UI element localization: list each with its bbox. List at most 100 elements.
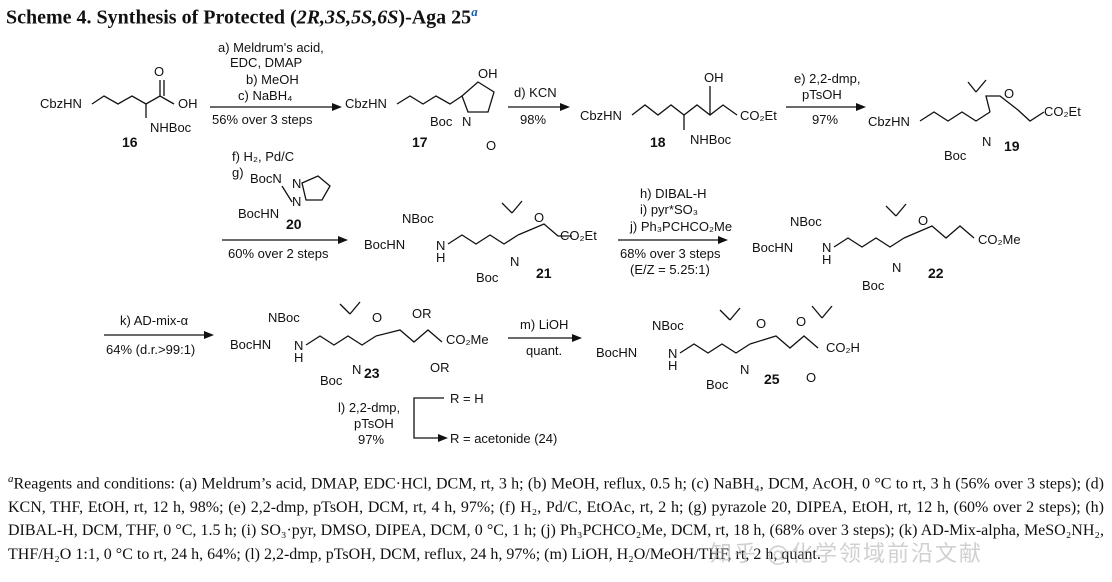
svg-text:N: N xyxy=(510,254,519,269)
svg-text:e) 2,2-dmp,: e) 2,2-dmp, xyxy=(794,71,860,86)
svg-text:OH: OH xyxy=(704,70,724,85)
svg-text:H: H xyxy=(822,252,831,267)
svg-text:N: N xyxy=(668,346,677,361)
svg-text:CO₂Et: CO₂Et xyxy=(740,108,777,123)
svg-text:N: N xyxy=(892,260,901,275)
arrow-4: f) H₂, Pd/C g) BocN BocHN N N 20 60% ove… xyxy=(222,149,348,261)
atom-label: NHBoc xyxy=(150,120,192,135)
svg-text:l) 2,2-dmp,: l) 2,2-dmp, xyxy=(338,400,400,415)
svg-text:BocHN: BocHN xyxy=(230,337,271,352)
svg-text:g): g) xyxy=(232,165,244,180)
svg-text:c) NaBH₄: c) NaBH₄ xyxy=(238,88,292,103)
svg-text:25: 25 xyxy=(764,371,780,387)
svg-text:H: H xyxy=(294,350,303,365)
scheme-title: Scheme 4. Synthesis of Protected (2R,3S,… xyxy=(6,4,478,29)
svg-text:h) DIBAL-H: h) DIBAL-H xyxy=(640,186,706,201)
svg-text:CO₂Me: CO₂Me xyxy=(978,232,1021,247)
svg-text:BocN: BocN xyxy=(250,171,282,186)
arrow-6: k) AD-mix-α 64% (d.r.>99:1) xyxy=(104,313,214,357)
svg-text:98%: 98% xyxy=(520,112,546,127)
svg-text:OH: OH xyxy=(478,66,498,81)
atom-label: CbzHN xyxy=(40,96,82,111)
svg-text:N: N xyxy=(292,176,301,191)
svg-text:(E/Z = 5.25:1): (E/Z = 5.25:1) xyxy=(630,262,710,277)
svg-text:CO₂Et: CO₂Et xyxy=(560,228,597,243)
svg-text:17: 17 xyxy=(412,134,428,150)
svg-text:b) MeOH: b) MeOH xyxy=(246,72,299,87)
svg-text:d) KCN: d) KCN xyxy=(514,85,557,100)
svg-text:Boc: Boc xyxy=(862,278,885,293)
svg-text:21: 21 xyxy=(536,265,552,281)
svg-text:quant.: quant. xyxy=(526,343,562,358)
svg-text:N: N xyxy=(292,194,301,209)
svg-text:H: H xyxy=(668,358,677,373)
compound-number: 16 xyxy=(122,134,138,150)
svg-text:20: 20 xyxy=(286,216,302,232)
arrow-2: d) KCN 98% xyxy=(508,85,570,127)
svg-text:O: O xyxy=(486,138,496,153)
svg-text:O: O xyxy=(534,210,544,225)
compound-16-structure: CbzHN O OH NHBoc 16 xyxy=(40,64,198,150)
compound-21-structure: NBoc BocHN H N O CO₂Et N Boc 21 xyxy=(364,200,597,285)
arrow-7: m) LiOH quant. xyxy=(508,317,582,358)
svg-text:a) Meldrum's acid,: a) Meldrum's acid, xyxy=(218,40,324,55)
compound-19-structure: CbzHN O CO₂Et N Boc 19 xyxy=(868,79,1081,163)
svg-text:N: N xyxy=(436,238,445,253)
svg-text:O: O xyxy=(796,314,806,329)
arrow-1: a) Meldrum's acid, EDC, DMAP b) MeOH c) … xyxy=(210,40,342,127)
svg-text:Boc: Boc xyxy=(944,148,967,163)
svg-text:OR: OR xyxy=(412,306,432,321)
svg-text:pTsOH: pTsOH xyxy=(354,416,394,431)
compound-17-structure: CbzHN OH N Boc O 17 xyxy=(345,66,498,153)
svg-text:OR: OR xyxy=(430,360,450,375)
arrow-5: h) DIBAL-H i) pyr*SO₃ j) Ph₃PCHCO₂Me 68%… xyxy=(618,186,732,277)
atom-label: O xyxy=(154,64,164,79)
svg-text:Boc: Boc xyxy=(706,377,729,392)
svg-text:j) Ph₃PCHCO₂Me: j) Ph₃PCHCO₂Me xyxy=(629,219,732,234)
svg-text:R = H: R = H xyxy=(450,391,484,406)
svg-text:CO₂H: CO₂H xyxy=(826,340,860,355)
svg-text:m) LiOH: m) LiOH xyxy=(520,317,568,332)
svg-text:CO₂Et: CO₂Et xyxy=(1044,104,1081,119)
compound-18-structure: CbzHN OH NHBoc CO₂Et 18 xyxy=(580,70,777,150)
svg-text:N: N xyxy=(352,362,361,377)
svg-text:19: 19 xyxy=(1004,138,1020,154)
svg-text:EDC, DMAP: EDC, DMAP xyxy=(230,55,302,70)
svg-text:18: 18 xyxy=(650,134,666,150)
svg-text:O: O xyxy=(1004,86,1014,101)
reagents-footnote: aReagents and conditions: (a) Meldrum’s … xyxy=(8,473,1104,563)
svg-text:O: O xyxy=(756,316,766,331)
svg-text:O: O xyxy=(372,310,382,325)
svg-text:N: N xyxy=(822,240,831,255)
svg-text:BocHN: BocHN xyxy=(596,345,637,360)
svg-text:NBoc: NBoc xyxy=(652,318,684,333)
svg-text:CbzHN: CbzHN xyxy=(345,96,387,111)
arrow-8: l) 2,2-dmp, pTsOH 97% R = H R = acetonid… xyxy=(338,391,557,447)
svg-text:56% over 3 steps: 56% over 3 steps xyxy=(212,112,313,127)
svg-text:i) pyr*SO₃: i) pyr*SO₃ xyxy=(640,202,698,217)
compound-23-structure: NBoc BocHN H N O OR CO₂Me OR N Boc 23 xyxy=(230,301,489,388)
svg-text:NBoc: NBoc xyxy=(268,310,300,325)
reaction-scheme: CbzHN O OH NHBoc 16 a) Meldrum's acid, E… xyxy=(40,40,1081,447)
svg-text:k) AD-mix-α: k) AD-mix-α xyxy=(120,313,189,328)
svg-text:N: N xyxy=(982,134,991,149)
svg-text:N: N xyxy=(740,362,749,377)
svg-text:N: N xyxy=(462,114,471,129)
watermark: 知乎 @化学领域前沿文献 xyxy=(710,542,983,567)
svg-text:64% (d.r.>99:1): 64% (d.r.>99:1) xyxy=(106,342,195,357)
svg-text:Boc: Boc xyxy=(476,270,499,285)
svg-text:Boc: Boc xyxy=(430,114,453,129)
svg-text:23: 23 xyxy=(364,365,380,381)
svg-text:97%: 97% xyxy=(812,112,838,127)
svg-text:68% over 3 steps: 68% over 3 steps xyxy=(620,246,721,261)
compound-22-structure: NBoc BocHN H N O CO₂Me N Boc 22 xyxy=(752,203,1021,293)
svg-text:BocHN: BocHN xyxy=(364,237,405,252)
svg-text:97%: 97% xyxy=(358,432,384,447)
svg-text:NHBoc: NHBoc xyxy=(690,132,732,147)
svg-text:R = acetonide (24): R = acetonide (24) xyxy=(450,431,557,446)
svg-text:O: O xyxy=(918,213,928,228)
svg-text:CbzHN: CbzHN xyxy=(868,114,910,129)
svg-text:f) H₂, Pd/C: f) H₂, Pd/C xyxy=(232,149,294,164)
svg-text:22: 22 xyxy=(928,265,944,281)
svg-text:Boc: Boc xyxy=(320,373,343,388)
